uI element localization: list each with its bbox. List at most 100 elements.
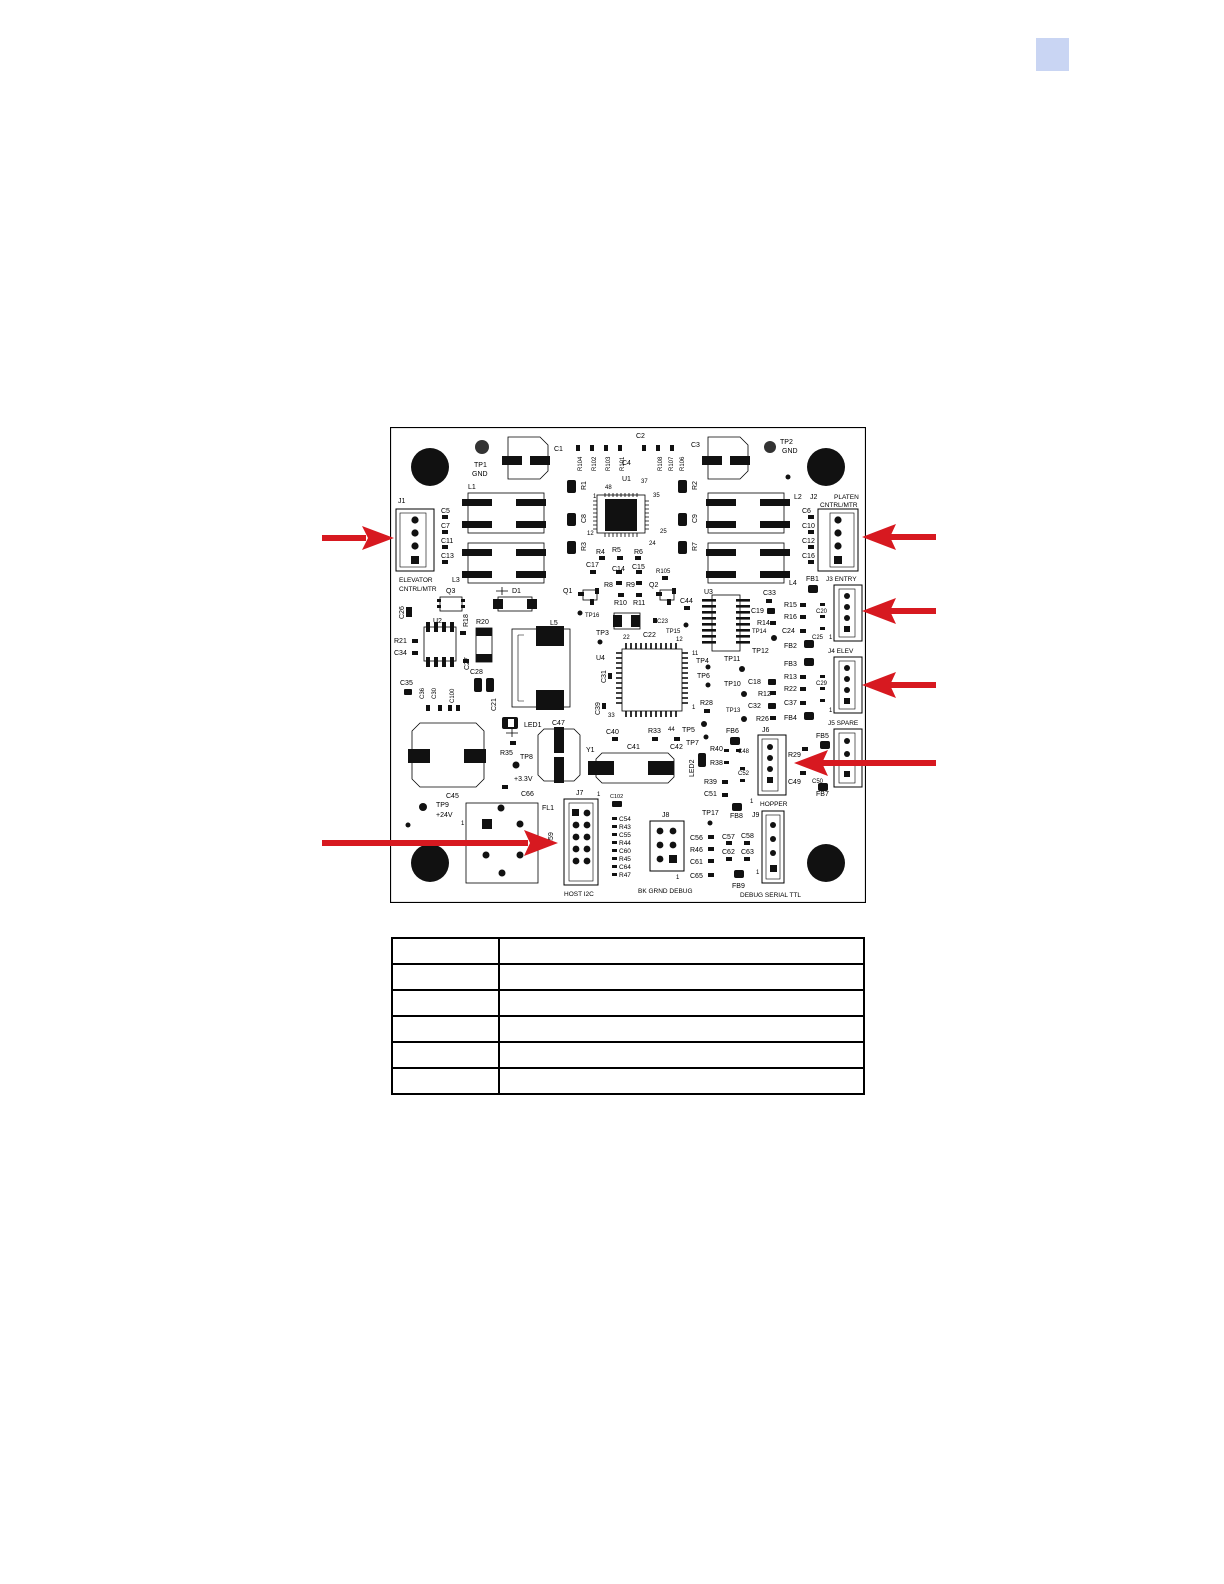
svg-text:R12: R12 — [758, 691, 771, 698]
svg-text:C39: C39 — [595, 702, 602, 715]
svg-text:C9: C9 — [692, 514, 699, 523]
svg-text:C40: C40 — [606, 729, 619, 736]
svg-text:R4: R4 — [596, 549, 605, 556]
svg-text:C21: C21 — [491, 698, 498, 711]
svg-text:FL1: FL1 — [542, 805, 554, 812]
table-row — [391, 1041, 865, 1069]
svg-text:U1: U1 — [622, 476, 631, 483]
inductor-l1 — [462, 492, 546, 534]
j1-ref: J1 — [398, 498, 406, 505]
mounting-hole — [807, 448, 845, 486]
svg-text:C10: C10 — [802, 523, 815, 530]
svg-text:C14: C14 — [612, 566, 625, 573]
svg-text:C42: C42 — [670, 744, 683, 751]
svg-text:R45: R45 — [619, 856, 631, 863]
j8-caption: BK GRND DEBUG — [638, 888, 693, 895]
svg-text:C41: C41 — [627, 744, 640, 751]
table-cell — [498, 937, 865, 965]
svg-text:TP3: TP3 — [596, 630, 609, 637]
svg-text:1: 1 — [829, 708, 833, 714]
svg-text:C13: C13 — [441, 553, 454, 560]
svg-text:C32: C32 — [748, 703, 761, 710]
svg-text:22: 22 — [623, 635, 630, 641]
svg-text:C36: C36 — [420, 687, 426, 699]
table-cell — [498, 1067, 865, 1095]
svg-text:C31: C31 — [601, 670, 608, 683]
svg-text:C35: C35 — [400, 680, 413, 687]
svg-text:TP16: TP16 — [585, 613, 600, 619]
svg-text:C57: C57 — [722, 834, 735, 841]
svg-text:R22: R22 — [784, 686, 797, 693]
table-cell — [391, 1041, 500, 1069]
svg-text:TP6: TP6 — [697, 673, 710, 680]
svg-text:FB1: FB1 — [806, 576, 819, 583]
svg-text:C65: C65 — [690, 873, 703, 880]
svg-text:C51: C51 — [704, 791, 717, 798]
j4-label: J4 ELEV — [828, 648, 854, 655]
mounting-hole — [411, 448, 449, 486]
svg-text:C66: C66 — [521, 791, 534, 798]
svg-text:24: 24 — [649, 541, 656, 547]
svg-text:1: 1 — [692, 705, 696, 711]
svg-text:R8: R8 — [604, 582, 613, 589]
svg-text:FB8: FB8 — [730, 813, 743, 820]
j3-label: J3 ENTRY — [826, 576, 857, 583]
svg-text:C24: C24 — [782, 628, 795, 635]
svg-text:33: 33 — [608, 713, 615, 719]
table-row — [391, 937, 865, 965]
connector-reference-table — [391, 937, 865, 1095]
svg-text:R20: R20 — [476, 619, 489, 626]
svg-text:L2: L2 — [794, 494, 802, 501]
svg-text:TP5: TP5 — [682, 727, 695, 734]
svg-text:C23: C23 — [657, 619, 669, 625]
svg-text:1: 1 — [461, 821, 465, 827]
svg-text:1: 1 — [593, 494, 597, 500]
tp1-label: TP1 — [474, 462, 487, 469]
svg-text:R14: R14 — [757, 620, 770, 627]
svg-text:11: 11 — [692, 651, 699, 657]
svg-text:R2: R2 — [692, 481, 699, 490]
svg-text:R13: R13 — [784, 674, 797, 681]
j2-caption-2: CNTRL/MTR — [820, 502, 858, 509]
svg-text:C2: C2 — [636, 433, 645, 440]
svg-text:C1: C1 — [554, 446, 563, 453]
svg-text:TP13: TP13 — [726, 708, 741, 714]
svg-text:C52: C52 — [738, 771, 750, 777]
svg-text:R3: R3 — [581, 542, 588, 551]
svg-text:R7: R7 — [692, 542, 699, 551]
svg-text:R40: R40 — [710, 746, 723, 753]
mounting-hole — [411, 844, 449, 882]
svg-text:U3: U3 — [704, 589, 713, 596]
svg-text:R21: R21 — [394, 638, 407, 645]
svg-text:R6: R6 — [634, 549, 643, 556]
svg-text:C26: C26 — [399, 606, 406, 619]
j6-caption: HOPPER — [760, 801, 788, 808]
svg-text:TP14: TP14 — [752, 629, 767, 635]
svg-text:C100: C100 — [450, 688, 456, 703]
svg-text:C64: C64 — [619, 864, 631, 871]
svg-text:FB7: FB7 — [816, 791, 829, 798]
svg-text:C58: C58 — [741, 833, 754, 840]
svg-text:C54: C54 — [619, 816, 631, 823]
page-corner-tab — [1036, 38, 1069, 71]
svg-text:C59: C59 — [548, 832, 555, 845]
tp1-sub-label: GND — [472, 471, 488, 478]
svg-text:R101: R101 — [620, 456, 626, 471]
svg-text:+3.3V: +3.3V — [514, 776, 533, 783]
svg-text:U2: U2 — [433, 618, 442, 625]
svg-text:R47: R47 — [619, 872, 631, 879]
svg-text:TP7: TP7 — [686, 740, 699, 747]
svg-text:C55: C55 — [619, 832, 631, 839]
svg-text:C6: C6 — [802, 508, 811, 515]
svg-text:FB4: FB4 — [784, 715, 797, 722]
svg-text:C16: C16 — [802, 553, 815, 560]
svg-text:C56: C56 — [690, 835, 703, 842]
table-row — [391, 1067, 865, 1095]
svg-text:C37: C37 — [784, 700, 797, 707]
svg-text:C25: C25 — [812, 635, 824, 641]
svg-text:C33: C33 — [763, 590, 776, 597]
svg-text:C29: C29 — [816, 681, 828, 687]
arrow-left-icon — [862, 524, 936, 550]
svg-text:1: 1 — [597, 792, 601, 798]
svg-text:R103: R103 — [606, 456, 612, 471]
